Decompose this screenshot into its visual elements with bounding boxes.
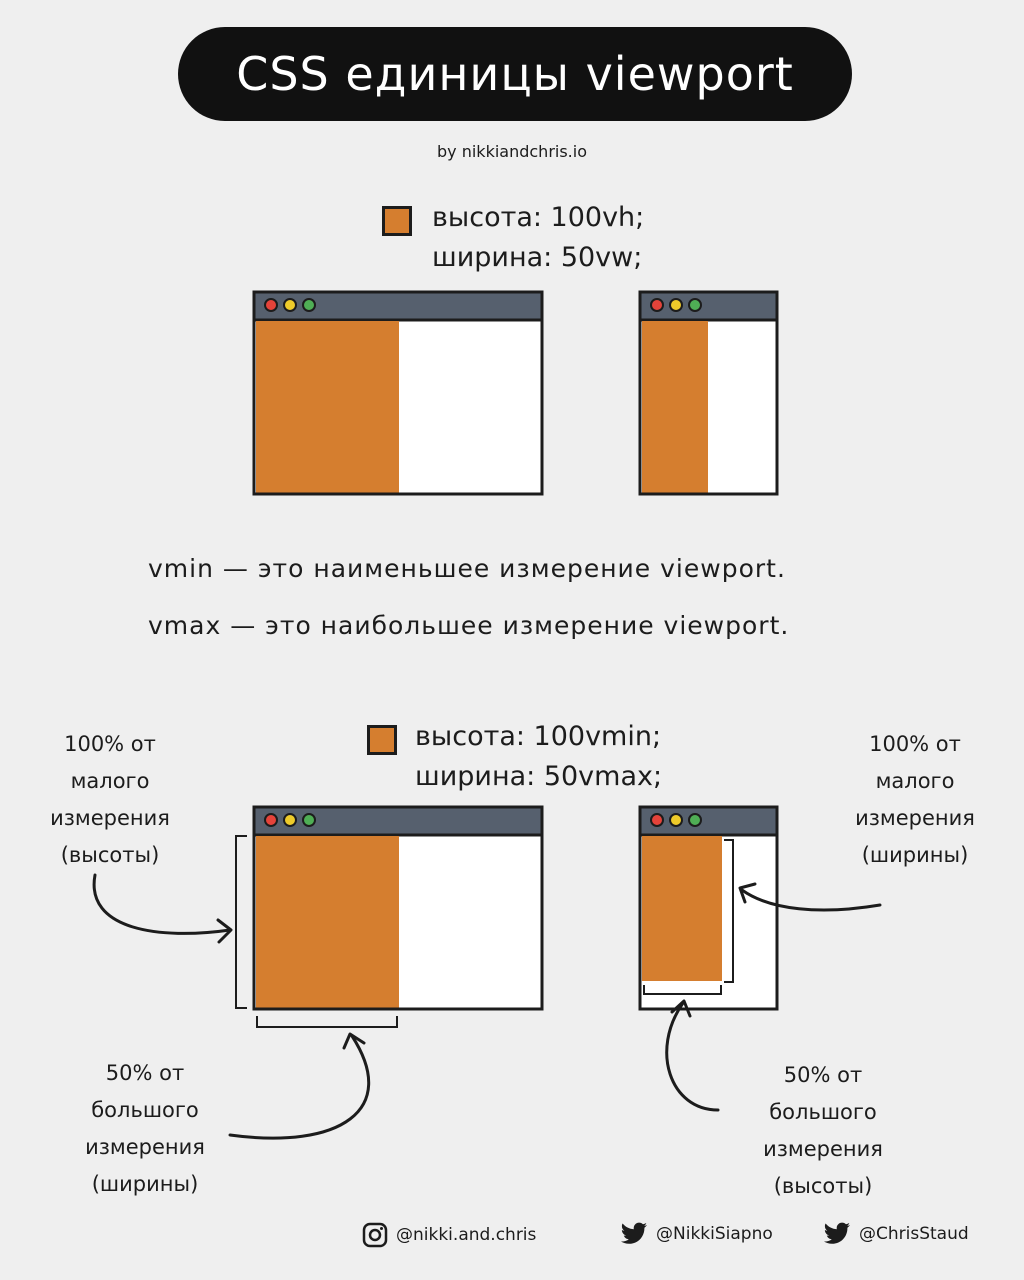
arrow-left-top bbox=[92, 873, 232, 935]
arrow-head bbox=[342, 1032, 366, 1050]
note-line: малого bbox=[875, 769, 955, 793]
note-line: (ширины) bbox=[91, 1172, 199, 1196]
height-bracket bbox=[643, 985, 722, 995]
close-dot-icon bbox=[650, 298, 664, 312]
width-bracket bbox=[724, 839, 734, 983]
browser-window-narrow-2 bbox=[638, 805, 779, 1011]
minimize-dot-icon bbox=[283, 298, 297, 312]
note-right-top: 100% от малого измерения (ширины) bbox=[820, 726, 1010, 874]
arrow-head bbox=[670, 999, 692, 1018]
twitter-handle-1: @NikkiSiapno bbox=[656, 1224, 773, 1244]
note-line: (ширины) bbox=[861, 843, 969, 867]
note-line: измерения bbox=[855, 806, 975, 830]
definition-vmax: vmax — это наибольшее измерение viewport… bbox=[148, 611, 790, 640]
note-line: измерения bbox=[763, 1137, 883, 1161]
minimize-dot-icon bbox=[669, 298, 683, 312]
maximize-dot-icon bbox=[688, 298, 702, 312]
footer-twitter-1[interactable]: @NikkiSiapno bbox=[620, 1222, 773, 1246]
arrow-head bbox=[738, 882, 757, 904]
minimize-dot-icon bbox=[283, 813, 297, 827]
definition-vmin: vmin — это наименьшее измерение viewport… bbox=[148, 554, 786, 583]
close-dot-icon bbox=[650, 813, 664, 827]
orange-element bbox=[256, 836, 399, 1008]
twitter-icon bbox=[823, 1222, 850, 1244]
browser-titlebar bbox=[252, 805, 544, 837]
arrow-left-bottom bbox=[228, 1034, 371, 1140]
accent-swatch bbox=[382, 206, 412, 236]
accent-swatch bbox=[367, 725, 397, 755]
footer-instagram[interactable]: @nikki.and.chris bbox=[362, 1222, 536, 1248]
orange-element bbox=[642, 836, 722, 981]
maximize-dot-icon bbox=[302, 298, 316, 312]
browser-titlebar bbox=[252, 290, 544, 322]
instagram-icon bbox=[362, 1222, 388, 1248]
example1-height: высота: 100vh; bbox=[432, 202, 645, 233]
note-line: (высоты) bbox=[773, 1174, 873, 1198]
note-left-top: 100% от малого измерения (высоты) bbox=[20, 726, 200, 874]
example2-width: ширина: 50vmax; bbox=[415, 761, 663, 792]
example1-code: высота: 100vh; ширина: 50vw; bbox=[432, 198, 644, 278]
close-dot-icon bbox=[264, 298, 278, 312]
note-right-bottom: 50% от большого измерения (высоты) bbox=[728, 1057, 918, 1205]
width-bracket bbox=[256, 1016, 398, 1028]
note-line: большого bbox=[769, 1100, 877, 1124]
example2-code: высота: 100vmin; ширина: 50vmax; bbox=[415, 717, 662, 797]
note-line: малого bbox=[70, 769, 150, 793]
page-title: CSS единицы viewport bbox=[236, 47, 794, 101]
minimize-dot-icon bbox=[669, 813, 683, 827]
orange-element bbox=[256, 321, 399, 493]
arrow-right-top bbox=[740, 888, 882, 912]
orange-element bbox=[642, 321, 708, 493]
maximize-dot-icon bbox=[688, 813, 702, 827]
instagram-handle: @nikki.and.chris bbox=[396, 1225, 537, 1245]
arrow-right-bottom bbox=[665, 1001, 720, 1112]
browser-window-narrow-1 bbox=[638, 290, 779, 496]
arrow-head bbox=[216, 918, 233, 944]
example1-width: ширина: 50vw; bbox=[432, 242, 643, 273]
title-banner: CSS единицы viewport bbox=[178, 27, 852, 121]
note-line: измерения bbox=[85, 1135, 205, 1159]
note-line: измерения bbox=[50, 806, 170, 830]
note-line: 100% от bbox=[869, 732, 961, 756]
note-line: 100% от bbox=[64, 732, 156, 756]
note-line: 50% от bbox=[783, 1063, 863, 1087]
close-dot-icon bbox=[264, 813, 278, 827]
footer-twitter-2[interactable]: @ChrisStaud bbox=[823, 1222, 969, 1246]
browser-window-wide-2 bbox=[252, 805, 544, 1011]
example2-height: высота: 100vmin; bbox=[415, 721, 662, 752]
note-line: 50% от bbox=[105, 1061, 185, 1085]
twitter-handle-2: @ChrisStaud bbox=[859, 1224, 969, 1244]
maximize-dot-icon bbox=[302, 813, 316, 827]
note-left-bottom: 50% от большого измерения (ширины) bbox=[50, 1055, 240, 1203]
browser-window-wide-1 bbox=[252, 290, 544, 496]
twitter-icon bbox=[620, 1222, 647, 1244]
note-line: (высоты) bbox=[60, 843, 160, 867]
byline: by nikkiandchris.io bbox=[437, 142, 587, 161]
height-bracket bbox=[235, 835, 247, 1009]
note-line: большого bbox=[91, 1098, 199, 1122]
